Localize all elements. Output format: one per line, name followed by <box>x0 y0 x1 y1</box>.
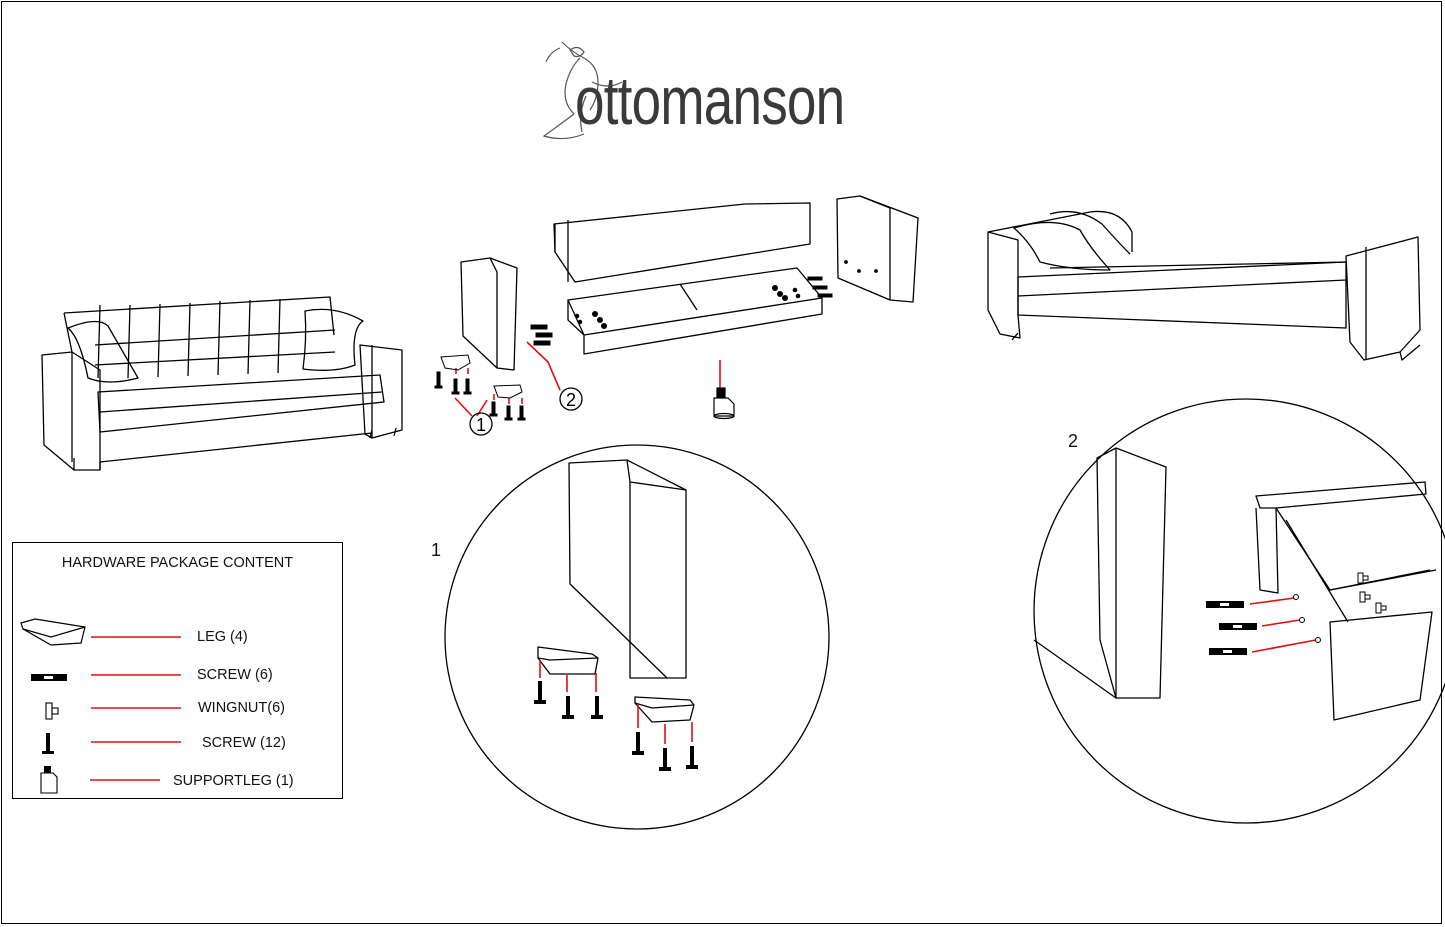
detail-circle-one <box>444 444 830 830</box>
hardware-icons <box>20 618 86 794</box>
hardware-title: HARDWARE PACKAGE CONTENT <box>61 555 294 571</box>
callout-two-label: 2 <box>566 390 576 410</box>
assembled-sofa-right <box>987 210 1421 361</box>
hardware-item-wingnut: WINGNUT(6) <box>198 700 285 716</box>
support-leg-small-icon <box>40 766 58 794</box>
hardware-package-box: HARDWARE PACKAGE CONTENT LEG (4) SCREW (… <box>12 542 343 799</box>
dancer-logo-icon <box>542 41 623 140</box>
detail-two-armrest <box>1033 447 1167 699</box>
exploded-sofa <box>460 195 919 371</box>
small-hardware <box>434 260 878 421</box>
detail-circle-two <box>1033 398 1445 824</box>
callout-circle-one <box>469 412 493 436</box>
detail-one-screws <box>534 681 698 771</box>
callout-circle-two <box>559 387 583 411</box>
detail-two-label: 2 <box>1068 431 1079 451</box>
brand-logo: ottomanson <box>575 63 845 139</box>
detail-two-frame <box>1255 481 1437 721</box>
hardware-item-screw-6: SCREW (6) <box>197 667 273 683</box>
detail-one-legs <box>537 646 695 723</box>
hardware-item-leg: LEG (4) <box>197 629 248 645</box>
support-leg-icon <box>713 387 735 420</box>
detail-one-label: 1 <box>431 540 442 560</box>
leg-icon <box>20 618 86 646</box>
detail-two-screws <box>1206 572 1387 655</box>
hardware-item-supportleg: SUPPORTLEG (1) <box>173 773 294 789</box>
assembled-sofa-left <box>41 296 403 471</box>
callout-one-label: 1 <box>476 415 486 435</box>
wingnut-icon <box>45 702 59 720</box>
screw-icon <box>42 733 54 754</box>
hardware-item-screw-12: SCREW (12) <box>202 735 286 751</box>
detail-one-armrest <box>568 459 687 679</box>
flat-screw-icon <box>31 674 67 681</box>
